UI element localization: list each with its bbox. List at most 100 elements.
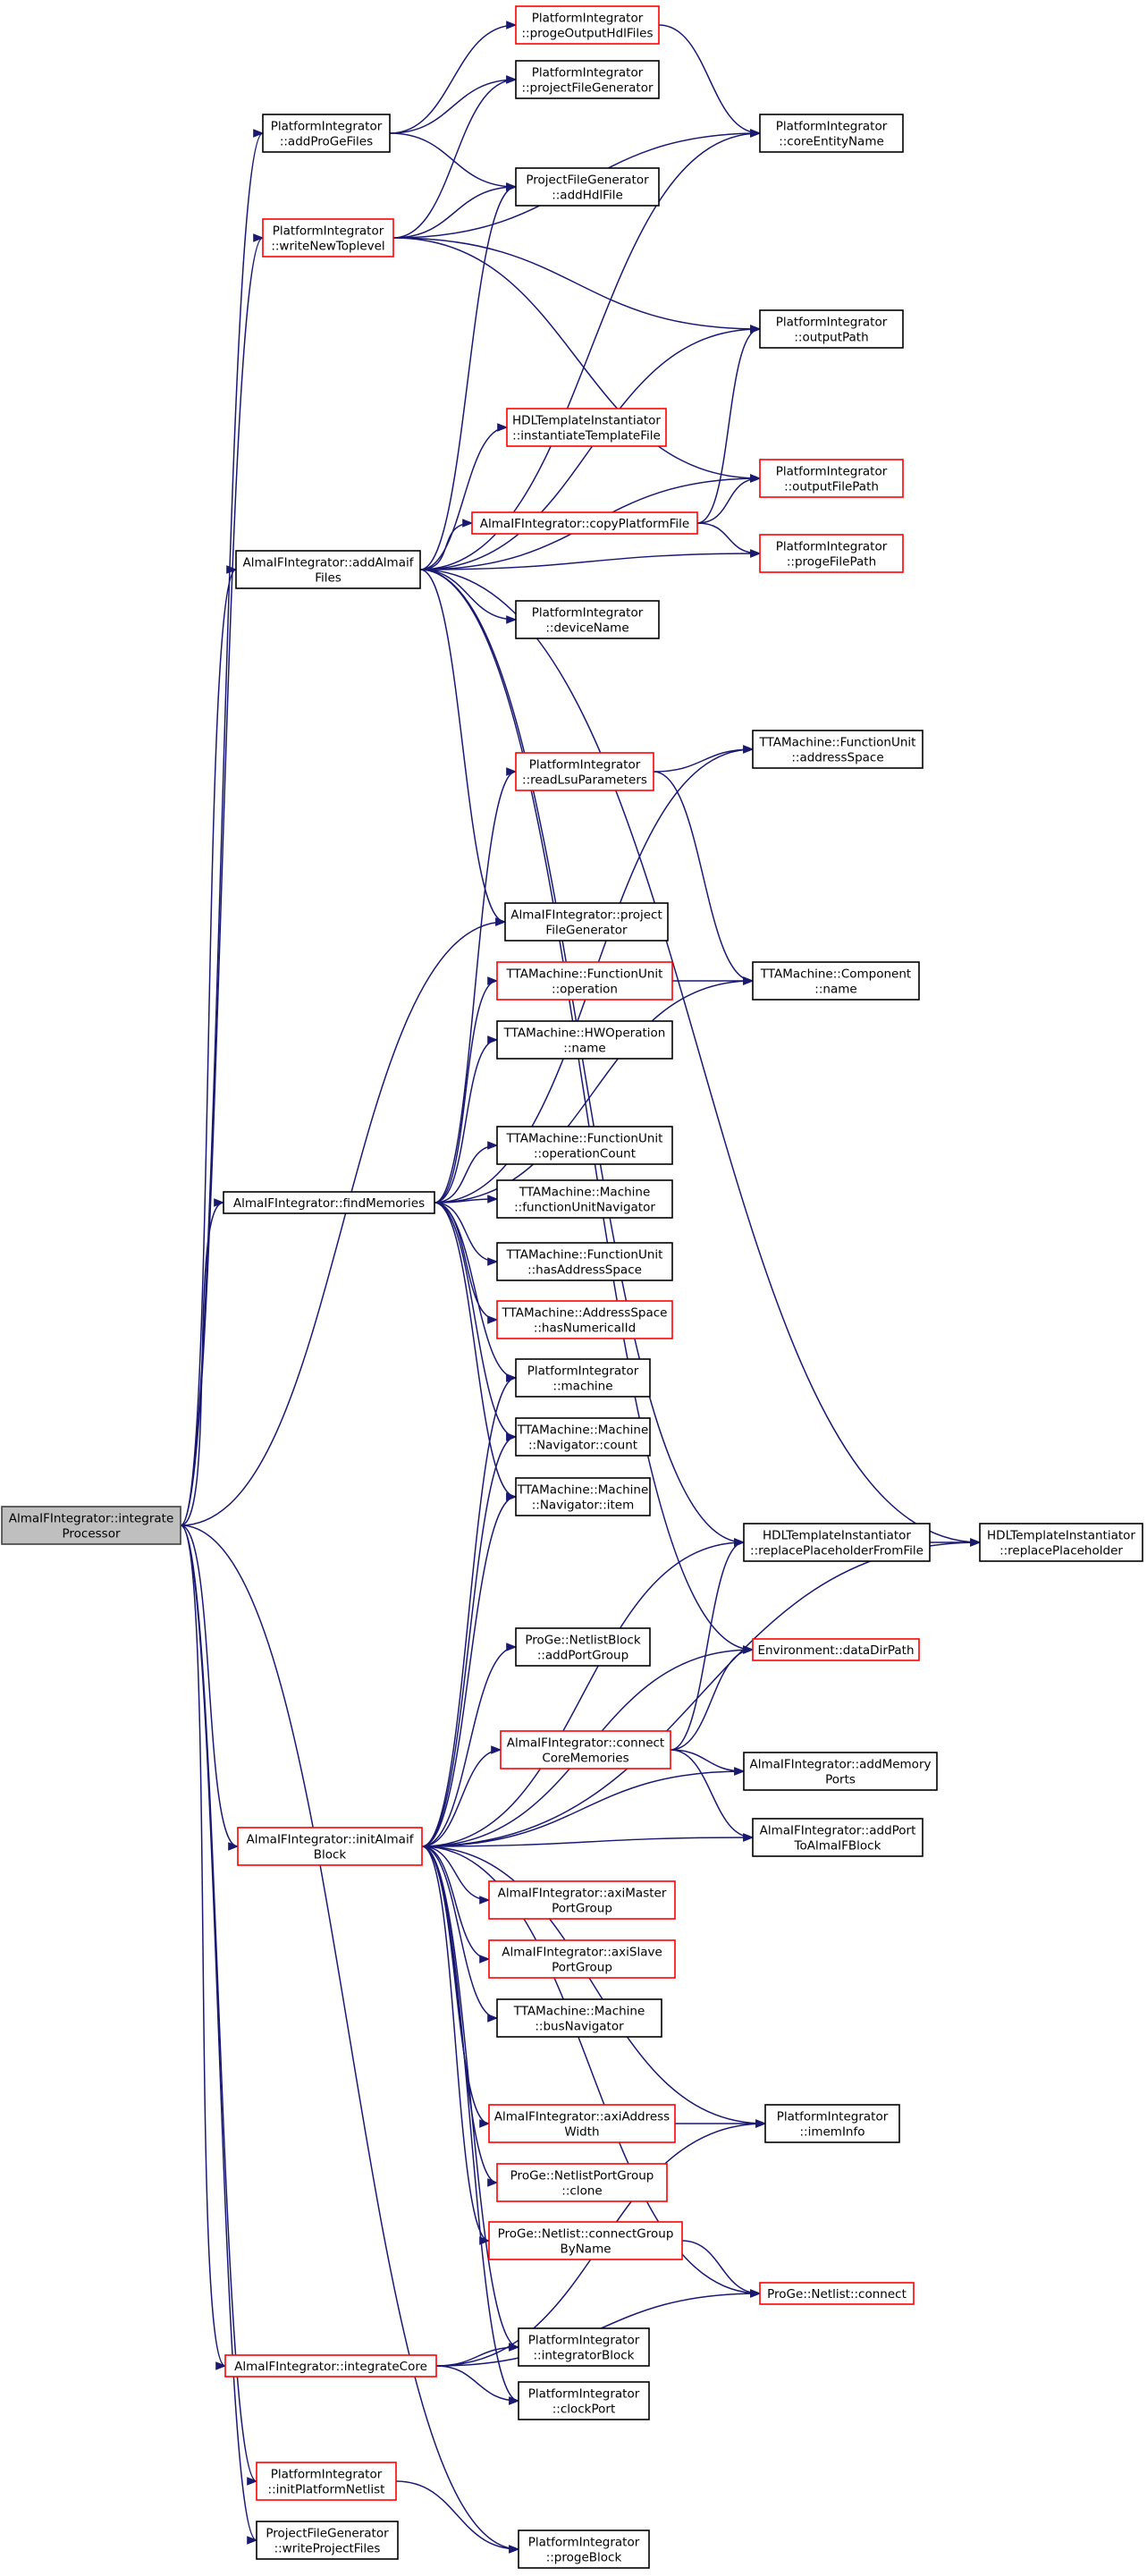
edge-initAlmaifBlock-to-clockPort — [421, 1845, 520, 2405]
node-label: PlatformIntegrator — [273, 224, 384, 239]
node-box — [979, 1523, 1143, 1562]
edge-initAlmaifBlock-to-netlistConnect — [421, 1845, 762, 2298]
node-label: TTAMachine::Machine — [513, 2005, 645, 2019]
node-label: ::integratorBlock — [533, 2349, 634, 2363]
edge-initAlmaifBlock-to-axiMasterPortGroup — [421, 1845, 491, 1905]
node-hasAddressSpace[interactable]: TTAMachine::FunctionUnit::hasAddressSpac… — [496, 1242, 673, 1281]
node-busNavigator[interactable]: TTAMachine::Machine::busNavigator — [496, 1998, 662, 2038]
node-addressSpace[interactable]: TTAMachine::FunctionUnit::addressSpace — [752, 730, 924, 769]
node-addProGeFiles[interactable]: PlatformIntegrator::addProGeFiles — [262, 114, 391, 153]
node-coreEntityName[interactable]: PlatformIntegrator::coreEntityName — [759, 114, 904, 153]
node-label: ::Navigator::count — [528, 1439, 637, 1453]
node-label: PortGroup — [552, 1902, 612, 1916]
node-box — [515, 5, 660, 45]
node-box — [515, 60, 660, 99]
node-instantiateTemplateFile[interactable]: HDLTemplateInstantiator::instantiateTemp… — [506, 408, 667, 447]
node-label: ::clockPort — [552, 2403, 616, 2417]
node-box — [515, 1358, 651, 1398]
node-label: ::operationCount — [534, 1147, 636, 1161]
node-label: TTAMachine::Machine — [517, 1483, 649, 1498]
node-navigatorCount[interactable]: TTAMachine::Machine::Navigator::count — [515, 1417, 651, 1457]
edge-connectCoreMemories-to-addMemoryPorts — [670, 1749, 746, 1776]
node-hasNumericalId[interactable]: TTAMachine::AddressSpace::hasNumericalId — [496, 1300, 673, 1339]
node-box — [488, 2221, 683, 2260]
edge-addProGeFiles-to-projectFileGenerator — [389, 75, 518, 134]
node-label: TTAMachine::FunctionUnit — [506, 1132, 663, 1146]
node-integrateCore[interactable]: AlmaIFIntegrator::integrateCore — [224, 2354, 437, 2378]
edge-copyPlatformFile-to-progeFilePath — [696, 522, 762, 558]
node-fuOperation[interactable]: TTAMachine::FunctionUnit::operation — [496, 961, 673, 1001]
node-box — [496, 1020, 673, 1060]
node-label: PlatformIntegrator — [776, 120, 888, 134]
node-label: ::outputPath — [794, 331, 868, 345]
edge-root-to-writeProjectFiles — [180, 1524, 258, 2545]
node-box — [506, 408, 667, 447]
node-netlistConnect[interactable]: ProGe::Netlist::connect — [759, 2282, 915, 2305]
node-progeBlock[interactable]: PlatformIntegrator::progeBlock — [518, 2530, 650, 2569]
node-writeNewToplevel[interactable]: PlatformIntegrator::writeNewToplevel — [262, 218, 394, 258]
node-progeOutputHdlFiles[interactable]: PlatformIntegrator::progeOutputHdlFiles — [515, 5, 660, 45]
node-almaifProjectFileGenerator[interactable]: AlmaIFIntegrator::projectFileGenerator — [504, 902, 669, 942]
node-box — [518, 2381, 650, 2420]
edge-initAlmaifBlock-to-integratorBlock — [421, 1845, 520, 2352]
node-projectFileGenerator[interactable]: PlatformIntegrator::projectFileGenerator — [515, 60, 660, 99]
node-label: CoreMemories — [542, 1752, 628, 1766]
node-label: Processor — [62, 1527, 120, 1541]
node-operationCount[interactable]: TTAMachine::FunctionUnit::operationCount — [496, 1126, 673, 1165]
node-navigatorItem[interactable]: TTAMachine::Machine::Navigator::item — [515, 1477, 651, 1516]
node-integratorBlock[interactable]: PlatformIntegrator::integratorBlock — [518, 2327, 650, 2367]
node-label: ProGe::NetlistBlock — [525, 1634, 641, 1648]
node-hwOperationName[interactable]: TTAMachine::HWOperation::name — [496, 1020, 673, 1060]
node-outputFilePath[interactable]: PlatformIntegrator::outputFilePath — [759, 459, 904, 498]
node-functionUnitNavigator[interactable]: TTAMachine::Machine::functionUnitNavigat… — [496, 1179, 673, 1219]
node-label: AlmaIFIntegrator::integrateCore — [234, 2360, 427, 2374]
node-imemInfo[interactable]: PlatformIntegrator::imemInfo — [764, 2104, 900, 2143]
node-dataDirPath[interactable]: Environment::dataDirPath — [752, 1638, 920, 1661]
node-readLsuParameters[interactable]: PlatformIntegrator::readLsuParameters — [515, 752, 654, 791]
node-box — [496, 1126, 673, 1165]
node-box — [518, 2530, 650, 2569]
node-machine[interactable]: PlatformIntegrator::machine — [515, 1358, 651, 1398]
node-replacePlaceholder[interactable]: HDLTemplateInstantiator::replacePlacehol… — [979, 1523, 1143, 1562]
node-box — [752, 730, 924, 769]
node-box — [504, 902, 669, 942]
node-addHdlFile[interactable]: ProjectFileGenerator::addHdlFile — [515, 167, 660, 207]
node-box — [759, 2282, 915, 2305]
node-initPlatformNetlist[interactable]: PlatformIntegrator::initPlatformNetlist — [256, 2462, 397, 2501]
node-label: PlatformIntegrator — [532, 12, 644, 26]
node-box — [237, 1827, 423, 1866]
edge-integrateCore-to-clockPort — [435, 2365, 520, 2405]
node-label: HDLTemplateInstantiator — [512, 414, 661, 428]
node-progeFilePath[interactable]: PlatformIntegrator::progeFilePath — [759, 534, 904, 573]
node-label: ::Navigator::item — [532, 1499, 635, 1513]
edge-root-to-almaifProjectFileGenerator — [180, 917, 507, 1526]
node-outputPath[interactable]: PlatformIntegrator::outputPath — [759, 309, 904, 349]
node-label: PortGroup — [552, 1961, 612, 1975]
node-box — [496, 1998, 662, 2038]
node-replacePlaceholderFromFile[interactable]: HDLTemplateInstantiator::replacePlacehol… — [743, 1523, 931, 1562]
node-deviceName[interactable]: PlatformIntegrator::deviceName — [515, 600, 660, 639]
node-clockPort[interactable]: PlatformIntegrator::clockPort — [518, 2381, 650, 2420]
node-writeProjectFiles[interactable]: ProjectFileGenerator::writeProjectFiles — [256, 2521, 399, 2560]
node-box — [488, 2104, 676, 2143]
node-box — [256, 2521, 399, 2560]
node-componentName[interactable]: TTAMachine::Component::name — [752, 961, 920, 1001]
node-findMemories[interactable]: AlmaIFIntegrator::findMemories — [223, 1191, 435, 1214]
node-box — [496, 1242, 673, 1281]
node-label: FileGenerator — [545, 924, 628, 938]
node-addPortGroup[interactable]: ProGe::NetlistBlock::addPortGroup — [515, 1627, 651, 1667]
node-label: ProjectFileGenerator — [526, 173, 649, 188]
node-label: ::clone — [561, 2184, 602, 2199]
node-netlistPortGroupClone[interactable]: ProGe::NetlistPortGroup::clone — [496, 2163, 668, 2202]
node-copyPlatformFile[interactable]: AlmaIFIntegrator::copyPlatformFile — [471, 511, 698, 535]
